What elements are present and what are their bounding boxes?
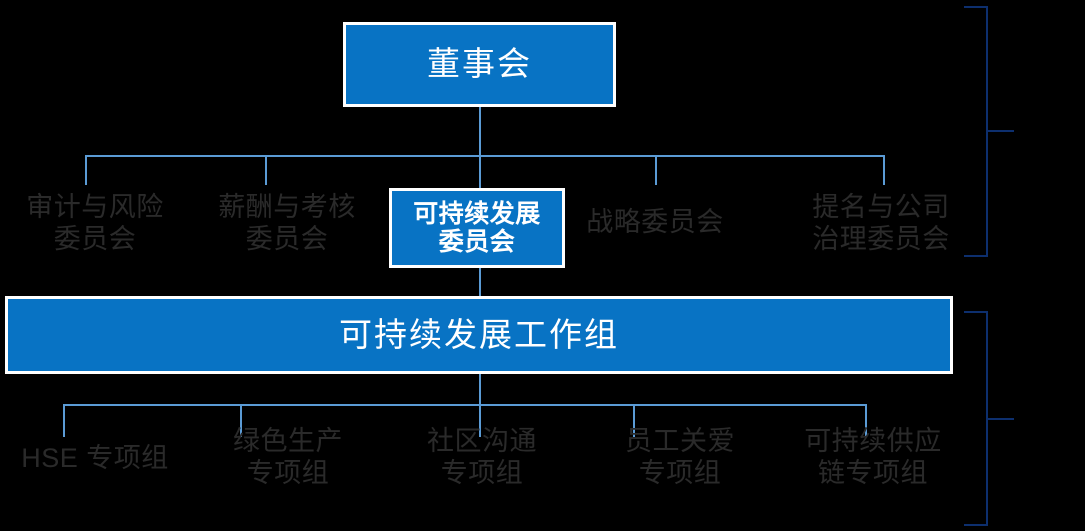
connector-rail-level4 xyxy=(63,404,867,406)
node-hse-group[interactable]: HSE 专项组 xyxy=(0,443,190,475)
node-community-communication-group-label-line1: 社区沟通 xyxy=(427,426,537,456)
node-sustainable-development-committee-label-line2: 委员会 xyxy=(438,228,516,256)
execution-bracket-tab-icon xyxy=(988,418,1014,420)
node-nomination-governance-committee-label-line2: 治理委员会 xyxy=(812,223,950,254)
node-board-of-directors[interactable]: 董事会 xyxy=(343,22,616,107)
node-audit-risk-committee[interactable]: 审计与风险 委员会 xyxy=(0,192,190,256)
node-community-communication-group[interactable]: 社区沟通 专项组 xyxy=(390,426,574,490)
node-green-production-group-label-line1: 绿色生产 xyxy=(233,426,343,456)
node-board-of-directors-label: 董事会 xyxy=(427,45,532,83)
node-community-communication-group-label-line2: 专项组 xyxy=(440,457,524,488)
node-nomination-governance-committee-label-line1: 提名与公司 xyxy=(812,192,950,222)
connector-drop-compensation xyxy=(265,155,267,185)
node-audit-risk-committee-label-line1: 审计与风险 xyxy=(26,192,164,222)
connector-drop-strategy xyxy=(655,155,657,185)
connector-drop-audit-risk xyxy=(85,155,87,185)
node-employee-care-group[interactable]: 员工关爱 专项组 xyxy=(588,426,772,490)
node-sustainable-development-committee[interactable]: 可持续发展 委员会 xyxy=(389,188,565,268)
connector-drop-nomination xyxy=(883,155,885,185)
node-employee-care-group-label-line2: 专项组 xyxy=(638,457,722,488)
node-green-production-group[interactable]: 绿色生产 专项组 xyxy=(196,426,380,490)
node-sustainable-development-workgroup[interactable]: 可持续发展工作组 xyxy=(5,296,953,374)
connector-board-to-rail xyxy=(479,107,481,156)
connector-drop-hse xyxy=(63,404,65,437)
execution-bracket-icon xyxy=(964,311,988,526)
node-compensation-committee-label-line1: 薪酬与考核 xyxy=(218,192,356,222)
connector-workgroup-to-rail xyxy=(479,374,481,405)
connector-rail-level2 xyxy=(85,155,884,157)
node-strategy-committee[interactable]: 战略委员会 xyxy=(570,207,740,239)
connector-drop-supply-chain xyxy=(865,404,867,437)
node-hse-group-label: HSE 专项组 xyxy=(21,443,169,473)
node-compensation-committee-label-line2: 委员会 xyxy=(245,223,329,254)
connector-drop-sustainable-committee xyxy=(479,155,481,188)
node-sustainable-supply-chain-group-label-line1: 可持续供应 xyxy=(804,426,942,456)
node-sustainable-supply-chain-group-label-line2: 链专项组 xyxy=(818,457,928,488)
governance-bracket-tab-icon xyxy=(988,130,1014,132)
connector-drop-community xyxy=(479,404,481,437)
node-employee-care-group-label-line1: 员工关爱 xyxy=(625,426,735,456)
node-sustainable-development-committee-label-line1: 可持续发展 xyxy=(413,200,541,228)
node-strategy-committee-label: 战略委员会 xyxy=(586,207,724,237)
node-compensation-committee[interactable]: 薪酬与考核 委员会 xyxy=(194,192,380,256)
connector-drop-green-production xyxy=(240,404,242,437)
connector-drop-employee-care xyxy=(633,404,635,437)
connector-committee-to-workgroup xyxy=(479,268,481,298)
node-sustainable-supply-chain-group[interactable]: 可持续供应 链专项组 xyxy=(775,426,971,490)
node-nomination-governance-committee[interactable]: 提名与公司 治理委员会 xyxy=(782,192,980,256)
node-green-production-group-label-line2: 专项组 xyxy=(246,457,330,488)
governance-bracket-icon xyxy=(964,6,988,257)
node-sustainable-development-workgroup-label: 可持续发展工作组 xyxy=(339,315,619,353)
node-audit-risk-committee-label-line2: 委员会 xyxy=(53,223,137,254)
